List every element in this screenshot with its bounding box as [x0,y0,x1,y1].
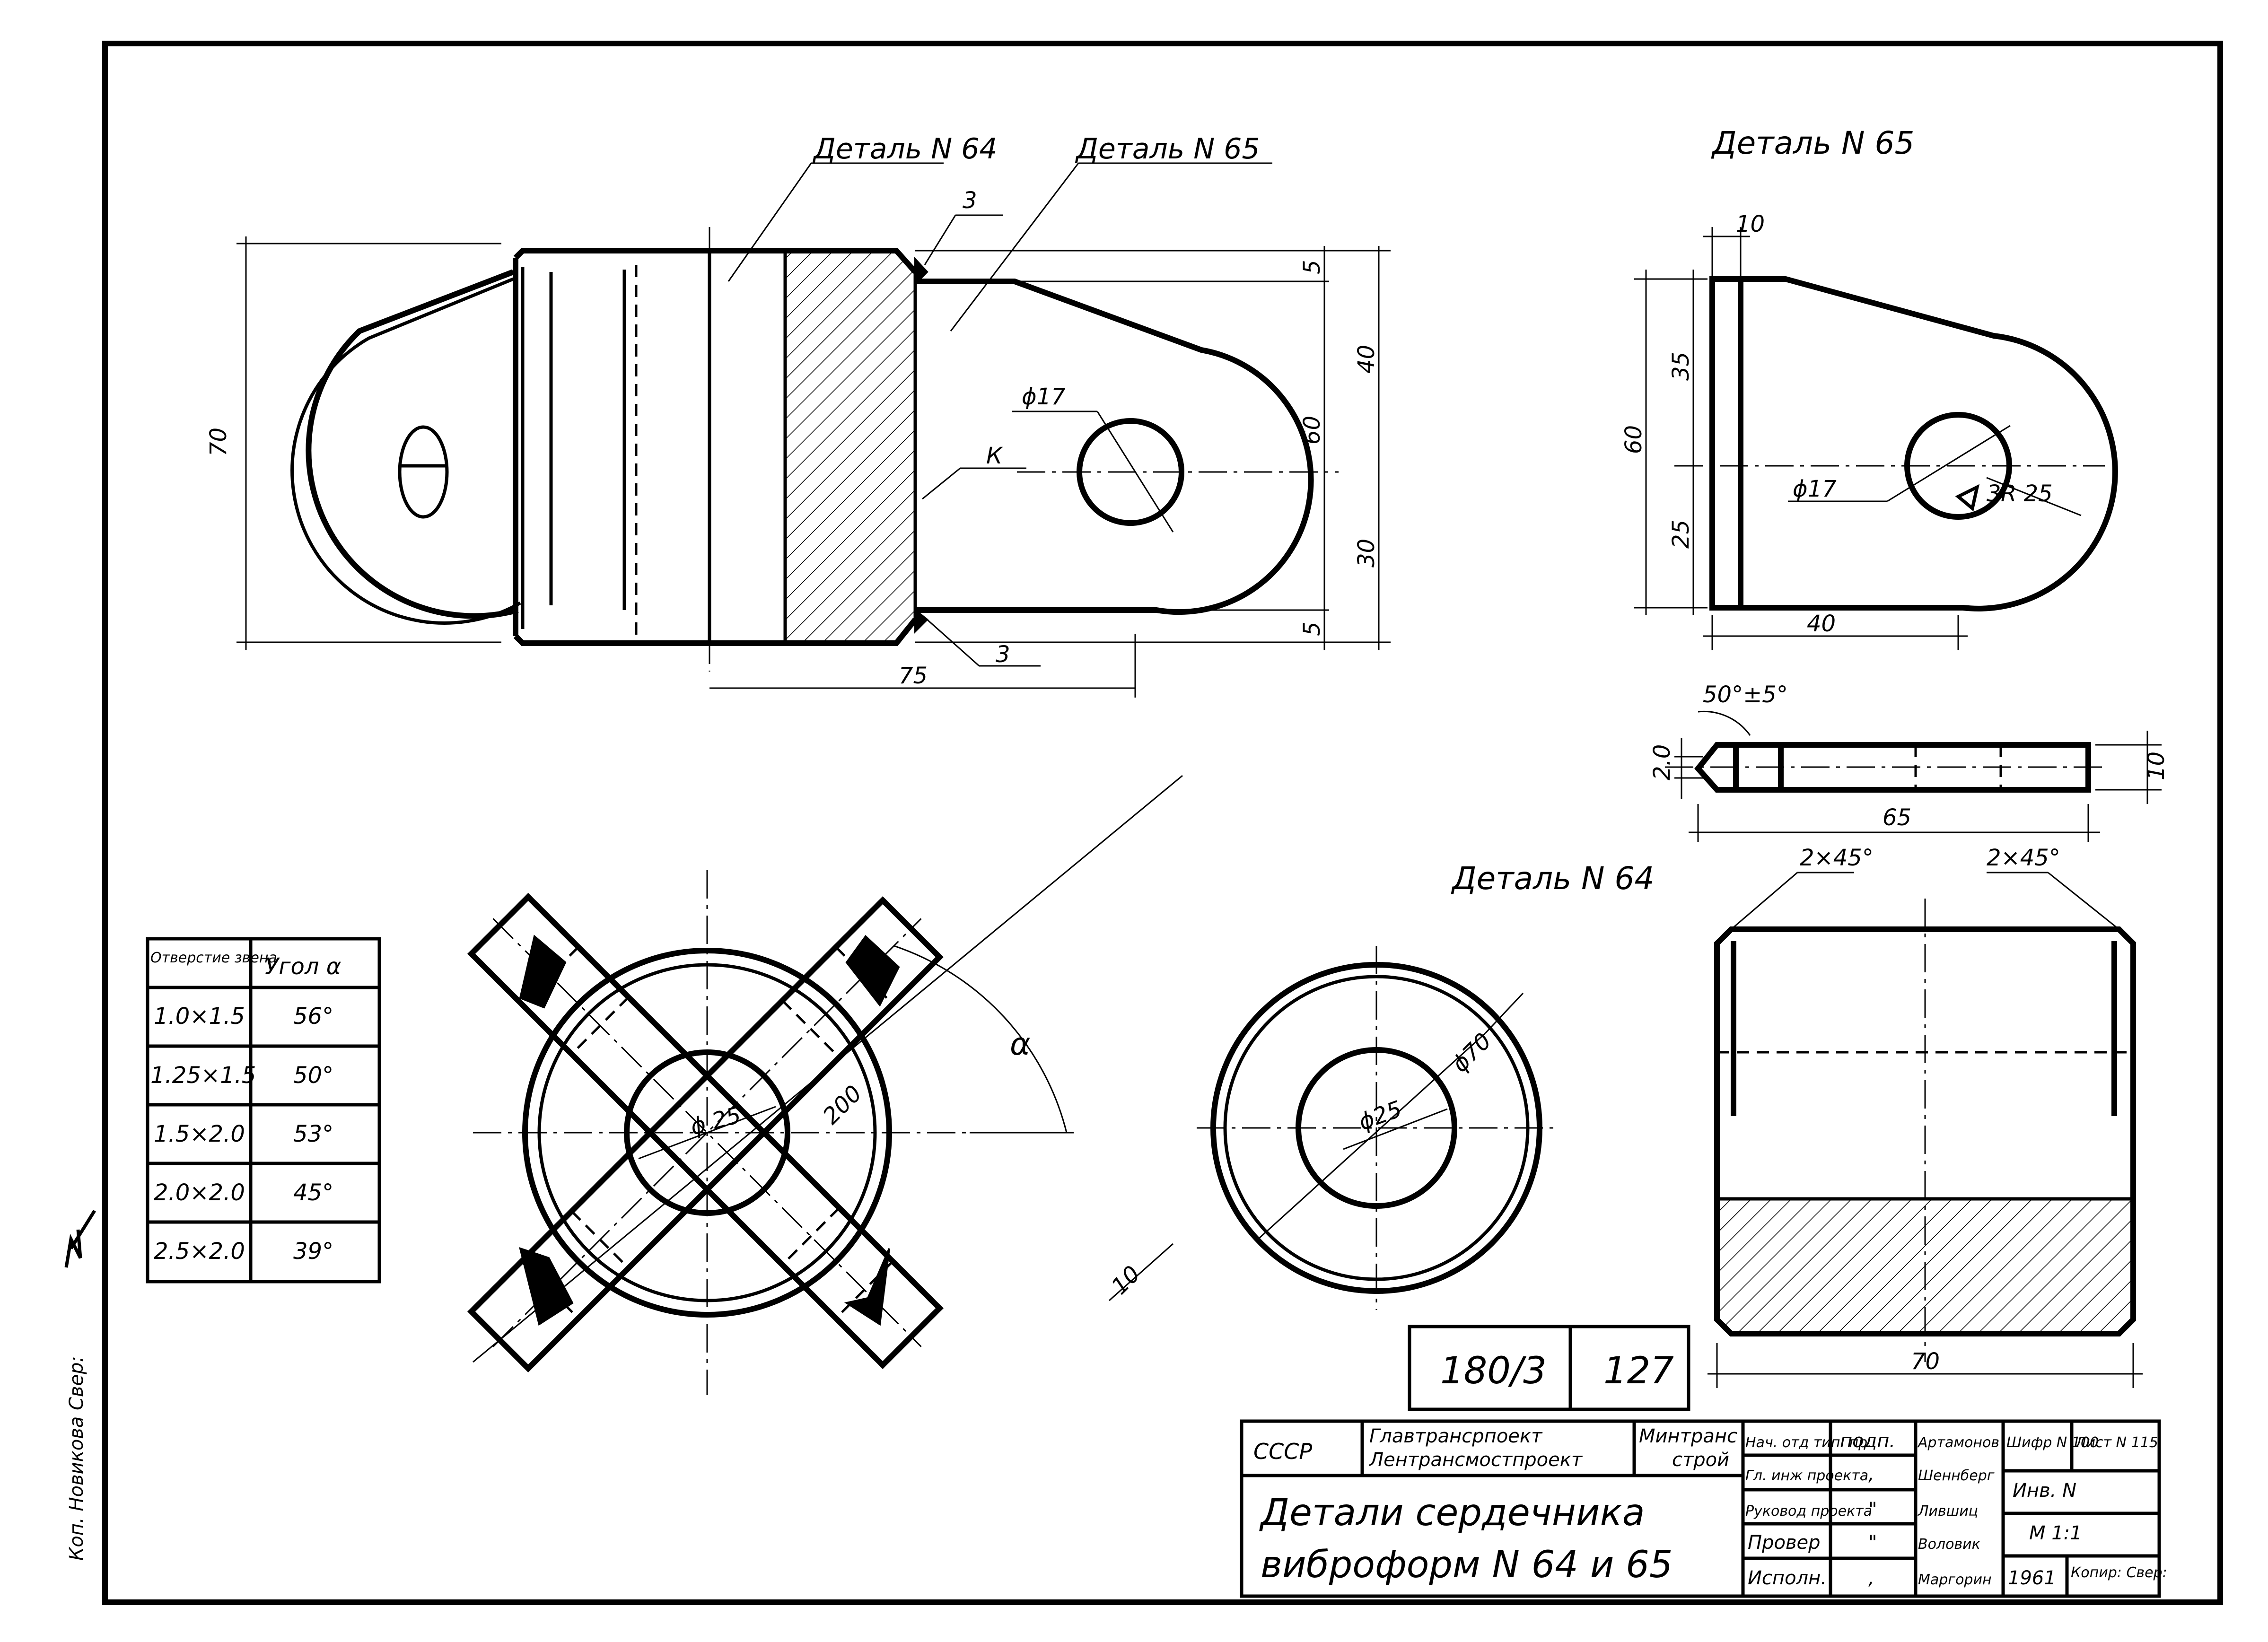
tb-sign-2: , [1868,1463,1874,1485]
dim-d65-hole: ϕ17 [1793,476,1837,502]
tb-ministry2: строй [1672,1449,1729,1471]
title-block [1240,1419,2161,1598]
label-detail-65-top: Деталь N 65 [1075,132,1260,166]
dim-d65-h25: 25 [1668,520,1694,549]
tb-sign-3: " [1868,1499,1877,1520]
dim-d65-bevel: 50°±5° [1703,681,1788,708]
dim-d65-h60: 60 [1620,425,1647,454]
sheet-box-left: 180/3 [1440,1350,1547,1392]
dim-d65-weld: 3 [1987,480,2001,507]
tb-role-5: Исполн. [1748,1567,1827,1589]
dim-d65-w40: 40 [1807,611,1836,637]
tb-sign-1: подп. [1840,1430,1895,1452]
tb-name-2: Шеннберг [1918,1467,1995,1484]
checker-signature [64,1210,96,1268]
dim-length: 75 [899,663,928,689]
tb-name-5: Маргорин [1918,1572,1992,1588]
dim-d64-chamfer-left: 2×45° [1800,845,1874,871]
dim-d64-outer: ϕ70 [1447,1028,1497,1077]
dim-weld-bottom: 3 [996,641,1010,668]
table-row-1-hole: 1.0×1.5 [154,1003,245,1030]
dim-d65-t20: 2.0 [1649,744,1675,780]
detail-65-view [1634,227,2118,650]
tb-year: 1961 [2008,1567,2056,1589]
angle-table [146,937,381,1284]
tb-copy: Копир: Свер: [2071,1564,2167,1581]
dim-h40: 40 [1353,345,1380,374]
dim-lower: 5 [1299,621,1325,636]
dim-main-inner: ϕ 25 [688,1102,744,1141]
label-k: К [986,443,1003,469]
tb-name-4: Воловик [1918,1536,1980,1553]
table-row-2-hole: 1.25×1.5 [150,1062,256,1089]
dim-upper: 5 [1299,260,1325,274]
table-row-4-hole: 2.0×2.0 [154,1179,245,1206]
tb-role-3: Руковод проекта [1745,1503,1872,1520]
table-row-3-hole: 1.5×2.0 [154,1121,245,1147]
table-header-hole: Отверстие звена [150,950,277,966]
main-assembly-view [467,775,1183,1395]
dim-main-alpha: α [1010,1026,1031,1062]
dim-d65-t10: 10 [2143,751,2170,780]
tb-country: СССР [1253,1439,1312,1464]
tb-cipher: Шифр N 100 [2006,1434,2099,1451]
dim-h60: 60 [1299,416,1325,445]
table-header-angle: Угол α [265,953,341,980]
top-assembly-view [236,162,1391,698]
tb-inv: Инв. N [2013,1480,2076,1502]
tb-sign-5: , [1868,1567,1874,1589]
detail-65-edge-view [1665,710,2162,842]
tb-name-3: Лившиц [1918,1503,1978,1520]
tb-role-4: Провер [1748,1532,1821,1554]
table-row-3-angle: 53° [293,1121,333,1147]
dim-main-diag: 200 [818,1080,867,1129]
tb-title2: виброформ N 64 и 65 [1261,1544,1673,1586]
tb-org1: Главтрансрпоект [1369,1425,1543,1447]
dim-d65-l65: 65 [1883,804,1911,831]
table-row-2-angle: 50° [293,1062,333,1089]
table-row-1-angle: 56° [293,1003,333,1030]
table-row-4-angle: 45° [293,1179,333,1206]
dim-d64-inner: ϕ25 [1355,1096,1405,1135]
margin-note: Коп. Новикова Свер: [66,1356,88,1561]
tb-title1: Детали сердечника [1259,1492,1645,1534]
dim-d64-chamfer-right: 2×45° [1987,845,2060,871]
sheet-number-box [1408,1325,1690,1411]
detail-64-plan-view [1197,946,1556,1310]
tb-name-1: Артамонов [1917,1434,1999,1451]
dim-overall-height: 70 [205,428,232,456]
dim-d65-h35: 35 [1668,352,1694,381]
dim-d64-width70: 70 [1911,1348,1940,1375]
sheet-box-right: 127 [1603,1350,1674,1392]
table-row-5-hole: 2.5×2.0 [154,1238,245,1265]
heading-detail-64: Деталь N 64 [1451,860,1654,897]
dim-d65-w10: 10 [1736,211,1765,237]
heading-detail-65: Деталь N 65 [1711,125,1914,161]
dim-h30: 30 [1353,539,1380,568]
tb-org2: Лентрансмостпроект [1368,1449,1583,1471]
dim-main-end: 10 [1106,1261,1146,1300]
tb-ministry1: Минтранс [1639,1425,1737,1447]
detail-64-section-view [1708,872,2143,1388]
label-detail-64-top: Деталь N 64 [812,132,998,166]
dim-d65-radius: R 25 [2001,480,2053,507]
tb-sign-4: " [1868,1532,1877,1554]
dim-hole: ϕ17 [1022,384,1066,410]
table-row-5-angle: 39° [293,1238,333,1265]
tb-role-2: Гл. инж проекта [1745,1467,1868,1484]
tb-sheet: Лист N 115 [2075,1434,2158,1451]
dim-weld-top: 3 [963,187,977,214]
sheet-frame [102,41,2223,1605]
tb-role-1: Нач. отд тип. пр. [1745,1434,1872,1451]
tb-scale: М 1:1 [2029,1522,2082,1544]
